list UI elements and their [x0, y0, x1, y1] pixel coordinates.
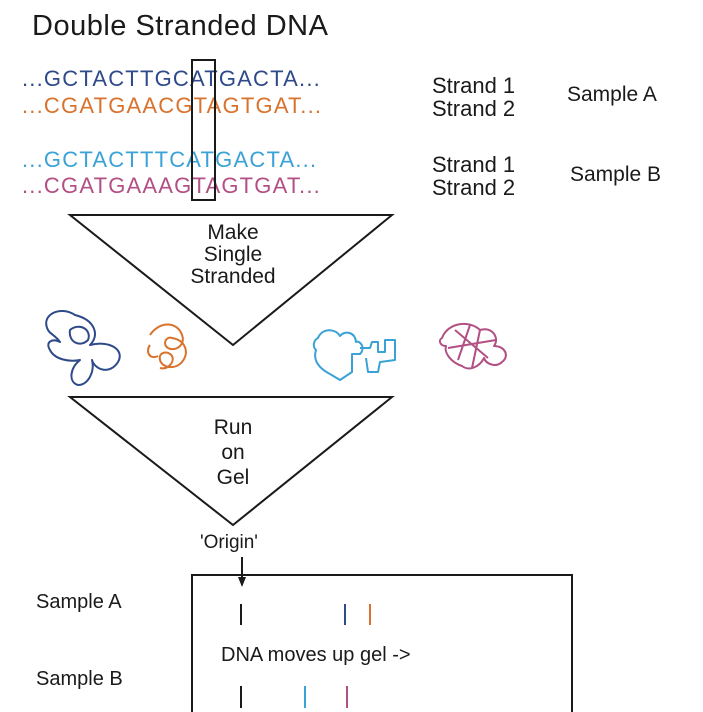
step2-line1: Run: [213, 416, 253, 439]
mismatch-highlight-box: [191, 59, 216, 201]
step1-label: Make Single Stranded: [173, 222, 293, 288]
sample-a-strand2-sequence: ...CGATGAACGTAGTGAT...: [22, 93, 323, 118]
squiggle-light-blue: [312, 329, 396, 381]
sample-b-strand1-label: Strand 1: [432, 152, 516, 177]
squiggle-dark-blue: [45, 310, 121, 386]
step2-triangle: [67, 396, 395, 527]
step1-triangle: [67, 214, 395, 347]
step1-line3: Stranded: [190, 265, 276, 288]
origin-arrowhead: [238, 577, 246, 587]
sample-a-strand1-label: Strand 1: [432, 73, 516, 98]
gel-sample-a-label: Sample A: [36, 591, 122, 613]
step1-line1: Make: [207, 221, 259, 244]
sample-b-strand2-label: Strand 2: [432, 175, 516, 200]
diagram-title: Double Stranded DNA: [32, 10, 329, 42]
squiggle-magenta: [438, 322, 507, 370]
squiggle-orange: [147, 323, 187, 370]
step2-line3: Gel: [216, 466, 250, 489]
sample-b-strand1-sequence: ...GCTACTTTCATGACTA...: [22, 147, 318, 172]
sample-b-strand2-sequence: ...CGATGAAAGTAGTGAT...: [22, 173, 321, 198]
gel-sample-b-label: Sample B: [36, 668, 123, 690]
single-strand-shapes: [45, 310, 507, 386]
gel-box: [191, 574, 573, 712]
sample-a-strand1-sequence: ...GCTACTTGCATGACTA...: [22, 66, 321, 91]
origin-label: 'Origin': [200, 532, 258, 553]
step2-label: Run on Gel: [173, 415, 293, 490]
sample-b-label: Sample B: [570, 163, 662, 186]
step2-line2: on: [221, 441, 245, 464]
sample-a-label: Sample A: [567, 83, 657, 106]
gel-direction-text: DNA moves up gel ->: [221, 644, 411, 666]
step1-line2: Single: [203, 243, 263, 266]
sample-a-strand2-label: Strand 2: [432, 96, 516, 121]
